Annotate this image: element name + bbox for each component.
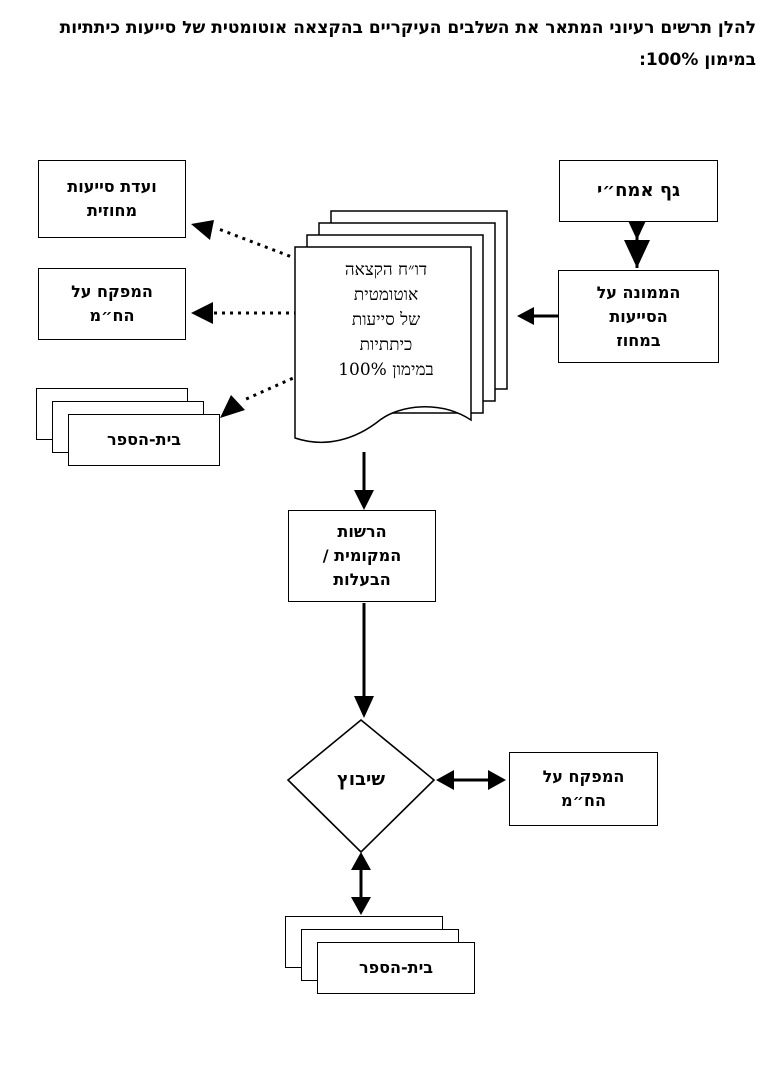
district-committee-label: ועדת סייעות מחוזית xyxy=(67,177,157,220)
source-body-label: גף אמח״י xyxy=(596,180,681,201)
district-committee-box: ועדת סייעות מחוזית xyxy=(38,160,186,238)
dotted-arrow-to-committee xyxy=(191,220,306,264)
dotted-arrow-to-inspector xyxy=(191,302,305,324)
arrow-authority-to-placement xyxy=(354,603,374,718)
placement-diamond xyxy=(286,718,436,854)
arrow-officer-to-report xyxy=(517,307,558,325)
report-document-stack xyxy=(294,210,508,444)
school-bottom-box: בית-הספר xyxy=(317,942,475,994)
inspector-top-box: המפקח על הח״מ xyxy=(38,268,186,340)
arrow-report-to-authority xyxy=(354,452,374,510)
intro-text: להלן תרשים רעיוני המתאר את השלבים העיקרי… xyxy=(59,18,756,70)
aide-officer-box: הממונה על הסייעות במחוז xyxy=(558,270,719,363)
double-arrow-placement-school xyxy=(351,852,371,915)
school-top-label: בית-הספר xyxy=(106,430,182,449)
inspector-top-label: המפקח על הח״מ xyxy=(71,282,153,325)
local-authority-label: הרשות המקומית / הבעלות xyxy=(322,522,402,589)
aide-officer-label: הממונה על הסייעות במחוז xyxy=(596,282,681,350)
school-top-stack: בית-הספר xyxy=(36,388,221,466)
local-authority-box: הרשות המקומית / הבעלות xyxy=(288,510,436,602)
double-arrow-placement-inspector xyxy=(436,770,506,790)
report-label: דו״ח הקצאה אוטומטית של סייעות כיתתיות במ… xyxy=(338,260,434,380)
school-bottom-label: בית-הספר xyxy=(358,958,434,977)
source-body-box: גף אמח״י xyxy=(559,160,718,222)
school-top-box: בית-הספר xyxy=(68,414,220,466)
school-bottom-stack: בית-הספר xyxy=(285,916,476,996)
inspector-bottom-label: המפקח על הח״מ xyxy=(542,767,625,810)
dotted-arrow-to-school xyxy=(220,373,301,418)
placement-label: שיבוץ xyxy=(336,769,385,790)
inspector-bottom-box: המפקח על הח״מ xyxy=(509,752,658,826)
